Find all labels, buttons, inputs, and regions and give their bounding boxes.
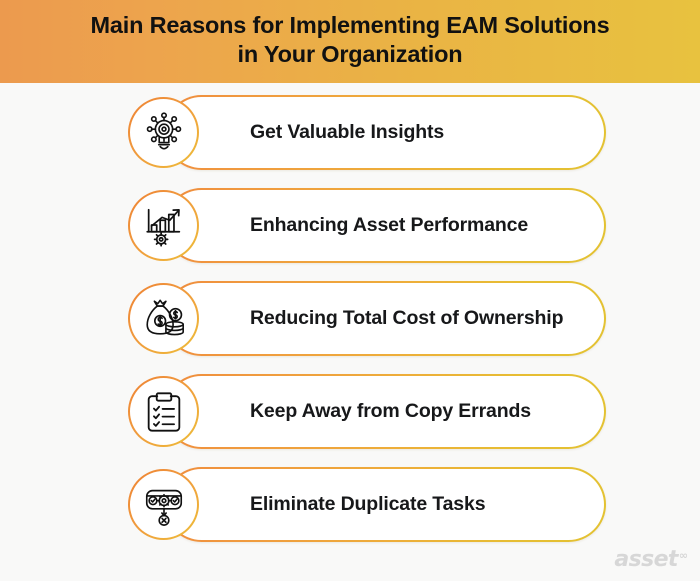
list-item[interactable]: Get Valuable Insights [128, 95, 606, 170]
brand-logo: asset ∞ [614, 549, 688, 571]
reason-pill[interactable]: Reducing Total Cost of Ownership [164, 281, 606, 356]
list-item[interactable]: Reducing Total Cost of Ownership [128, 281, 606, 356]
clipboard-checklist-icon [128, 376, 199, 447]
header-banner: Main Reasons for Implementing EAM Soluti… [0, 0, 700, 83]
reason-label: Keep Away from Copy Errands [250, 400, 531, 422]
reason-label: Reducing Total Cost of Ownership [250, 307, 564, 329]
reason-pill[interactable]: Enhancing Asset Performance [164, 188, 606, 263]
list-item[interactable]: Eliminate Duplicate Tasks [128, 467, 606, 542]
page-title: Main Reasons for Implementing EAM Soluti… [90, 11, 610, 67]
reason-pill[interactable]: Get Valuable Insights [164, 95, 606, 170]
bar-chart-arrow-gear-icon [128, 190, 199, 261]
reason-label: Get Valuable Insights [250, 121, 445, 143]
brand-logo-word: asset [614, 547, 678, 572]
reason-label: Enhancing Asset Performance [250, 214, 529, 236]
reason-pill[interactable]: Keep Away from Copy Errands [164, 374, 606, 449]
reason-label: Eliminate Duplicate Tasks [250, 493, 486, 515]
money-bag-coins-icon [128, 283, 199, 354]
infinity-icon: ∞ [678, 549, 688, 562]
process-box-cancel-icon [128, 469, 199, 540]
reason-pill[interactable]: Eliminate Duplicate Tasks [164, 467, 606, 542]
list-item[interactable]: Enhancing Asset Performance [128, 188, 606, 263]
list-item[interactable]: Keep Away from Copy Errands [128, 374, 606, 449]
reasons-list: Get Valuable Insights [0, 83, 700, 581]
lightbulb-network-icon [128, 97, 199, 168]
